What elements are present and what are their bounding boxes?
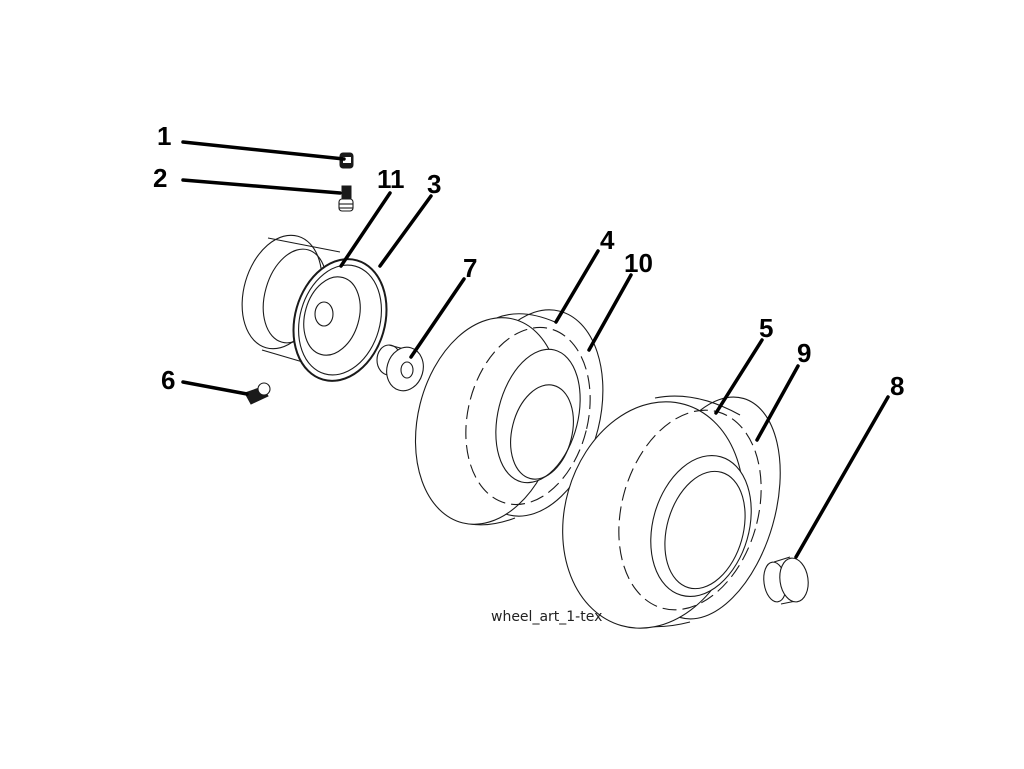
leader-lines bbox=[181, 140, 890, 559]
front-tire bbox=[414, 309, 604, 526]
callout-2: 2 bbox=[153, 163, 167, 193]
grease-fitting bbox=[244, 382, 271, 405]
callout-1: 1 bbox=[157, 121, 171, 151]
callout-4: 4 bbox=[600, 225, 615, 255]
bushing bbox=[376, 344, 424, 392]
callout-3: 3 bbox=[427, 169, 441, 199]
hub-cap bbox=[763, 556, 809, 605]
rear-tire bbox=[562, 395, 781, 629]
callout-11: 11 bbox=[377, 164, 405, 194]
figure-caption: wheel_art_1-tex bbox=[491, 609, 602, 625]
wheel-rim bbox=[241, 234, 388, 382]
callout-10: 10 bbox=[624, 248, 653, 278]
valve-cap bbox=[339, 152, 354, 169]
valve-stem bbox=[338, 185, 354, 212]
callout-7: 7 bbox=[463, 253, 477, 283]
callout-9: 9 bbox=[797, 338, 811, 368]
callout-6: 6 bbox=[161, 365, 175, 395]
callout-8: 8 bbox=[890, 371, 904, 401]
callout-5: 5 bbox=[759, 313, 773, 343]
